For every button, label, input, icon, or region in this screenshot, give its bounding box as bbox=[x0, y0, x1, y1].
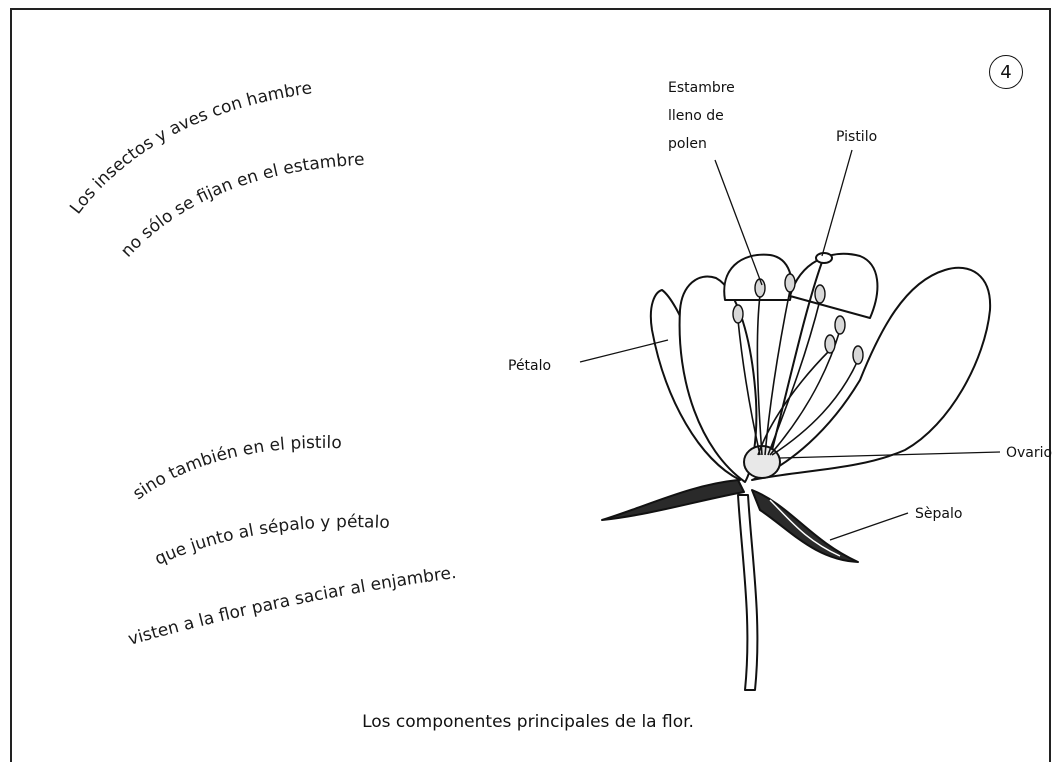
sepal-right bbox=[751, 489, 859, 563]
poem-line-5: visten a la flor para saciar al enjambre… bbox=[126, 563, 458, 650]
leader-estambre bbox=[714, 159, 763, 286]
page-number: 4 bbox=[1000, 61, 1012, 83]
sepal-left bbox=[601, 479, 745, 521]
petal-front-left bbox=[678, 275, 758, 483]
figure-caption: Los componentes principales de la flor. bbox=[362, 712, 694, 732]
label-petalo: Pétalo bbox=[508, 358, 551, 374]
stamens bbox=[737, 289, 859, 456]
anthers bbox=[732, 273, 864, 365]
petal-right bbox=[751, 266, 992, 481]
leader-pistilo bbox=[821, 149, 853, 257]
leader-lines bbox=[579, 149, 1001, 541]
label-ovario: Ovario bbox=[1006, 445, 1052, 461]
poem-line-3: sino también en el pistilo bbox=[129, 433, 342, 504]
leader-sepalo bbox=[829, 512, 909, 541]
poem-line-2: no sólo se fijan en el estambre bbox=[117, 150, 365, 262]
pistil bbox=[771, 261, 823, 451]
label-estambre-line-2: lleno de bbox=[668, 108, 724, 124]
leader-ovario bbox=[779, 451, 1001, 459]
label-pistilo: Pistilo bbox=[836, 129, 877, 145]
poem-line-4: que junto al sépalo y pétalo bbox=[152, 512, 390, 569]
label-estambre-line-1: Estambre bbox=[668, 80, 735, 96]
leader-petalo bbox=[579, 339, 669, 363]
stigma bbox=[815, 252, 833, 264]
flower-drawing bbox=[601, 252, 992, 691]
stem bbox=[737, 494, 759, 691]
label-sepalo: Sèpalo bbox=[915, 506, 962, 522]
poem: Los insectos y aves con hambre no sólo s… bbox=[66, 78, 457, 650]
part-labels: Estambre lleno de polen Pistilo Pétalo O… bbox=[508, 80, 1052, 522]
petal-back-2 bbox=[789, 252, 879, 319]
label-estambre-line-3: polen bbox=[668, 136, 707, 152]
sepal-right-inner bbox=[769, 499, 841, 557]
page-number-badge: 4 bbox=[989, 55, 1023, 89]
